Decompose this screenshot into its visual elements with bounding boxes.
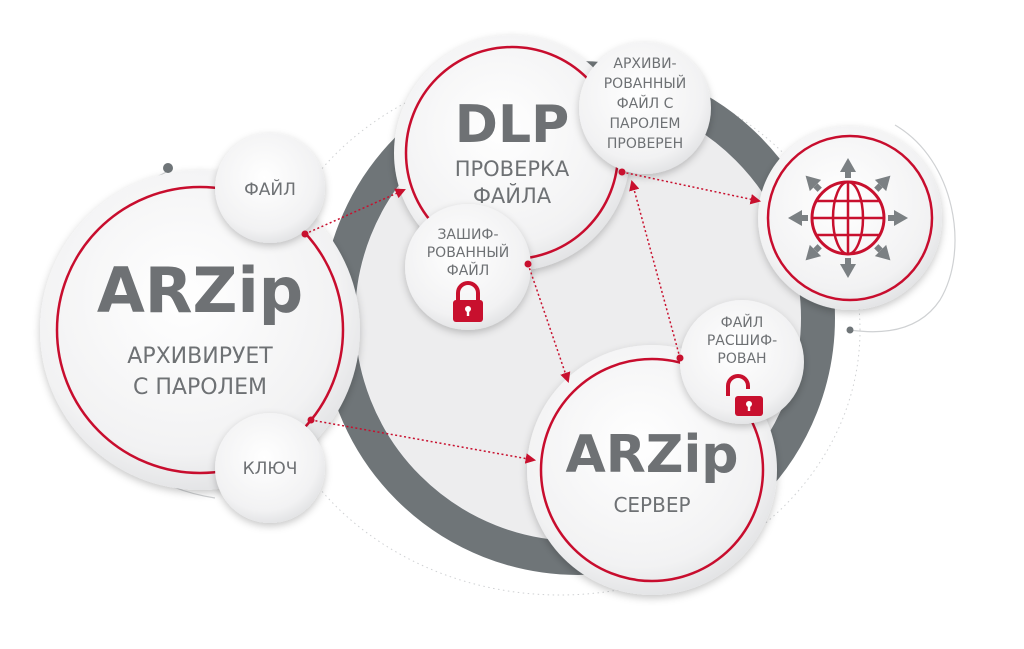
encrypted-file-bubble bbox=[405, 204, 531, 330]
checked-line-4: ПАРОЛЕМ bbox=[609, 116, 680, 132]
arrow-decrypted-to-dlp bbox=[629, 179, 681, 359]
file-bubble-label: ФАЙЛ bbox=[244, 178, 296, 200]
flow-arrows bbox=[304, 171, 762, 464]
decrypted-line-1: ФАЙЛ bbox=[721, 313, 764, 331]
encrypted-line-1: ЗАШИФ- bbox=[437, 227, 498, 243]
checked-line-5: ПРОВЕРЕН bbox=[607, 136, 683, 152]
arzip-client-subtitle-1: АРХИВИРУЕТ bbox=[127, 344, 273, 369]
arzip-client-subtitle-2: С ПАРОЛЕМ bbox=[133, 375, 267, 400]
key-bubble-label: КЛЮЧ bbox=[243, 459, 298, 479]
checked-line-2: РОВАННЫЙ bbox=[604, 74, 687, 92]
arzip-server-subtitle: СЕРВЕР bbox=[613, 493, 690, 517]
globe-arrows-icon bbox=[788, 158, 908, 278]
checked-line-3: ФАЙЛ С bbox=[617, 94, 674, 112]
arrow-file-to-dlp bbox=[304, 188, 406, 235]
lock-closed-icon bbox=[453, 281, 483, 322]
dlp-subtitle-1: ПРОВЕРКА bbox=[455, 157, 570, 181]
arrow-key-to-server bbox=[310, 419, 537, 464]
key-bubble bbox=[215, 413, 325, 523]
arzip-server-title: ARZip bbox=[565, 425, 738, 485]
decrypted-file-bubble bbox=[680, 300, 804, 424]
arrow-checked-to-internet bbox=[621, 171, 762, 205]
checked-file-bubble bbox=[579, 42, 711, 174]
arrow-origin-dots bbox=[301, 168, 684, 424]
dlp-title: DLP bbox=[455, 95, 569, 155]
file-bubble bbox=[215, 133, 325, 243]
decrypted-line-2: РАСШИФ- bbox=[707, 333, 777, 349]
lock-open-icon bbox=[726, 374, 763, 416]
arzip-client-node bbox=[40, 170, 360, 490]
encrypted-line-3: ФАЙЛ bbox=[447, 261, 490, 279]
encrypted-line-2: РОВАННЫЙ bbox=[427, 243, 510, 261]
arzip-client-title: ARZip bbox=[97, 254, 303, 327]
checked-line-1: АРХИВИ- bbox=[613, 56, 676, 72]
decrypted-line-3: РОВАН bbox=[717, 351, 766, 367]
dlp-subtitle-2: ФАЙЛА bbox=[473, 183, 552, 208]
